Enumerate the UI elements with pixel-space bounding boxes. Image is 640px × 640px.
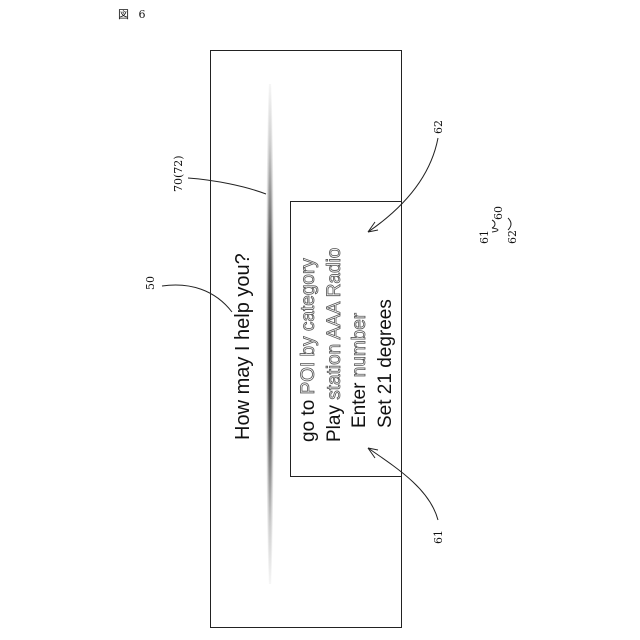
leader-61 bbox=[368, 448, 438, 520]
ref-62: 62 bbox=[432, 120, 445, 134]
ref-50: 50 bbox=[144, 276, 157, 290]
legend-60: 60 bbox=[492, 206, 505, 220]
legend-62: 62 bbox=[506, 230, 519, 244]
ref-61: 61 bbox=[432, 530, 445, 544]
leader-70 bbox=[188, 178, 266, 194]
arrowhead-61 bbox=[368, 448, 378, 458]
leader-62 bbox=[368, 138, 438, 232]
bracket-62 bbox=[508, 218, 511, 230]
arrowhead-62 bbox=[368, 222, 378, 232]
leader-50 bbox=[162, 285, 232, 312]
ref-70-72: 70(72) bbox=[172, 155, 185, 192]
bracket-60 bbox=[492, 220, 498, 232]
legend-61: 61 bbox=[478, 230, 491, 244]
